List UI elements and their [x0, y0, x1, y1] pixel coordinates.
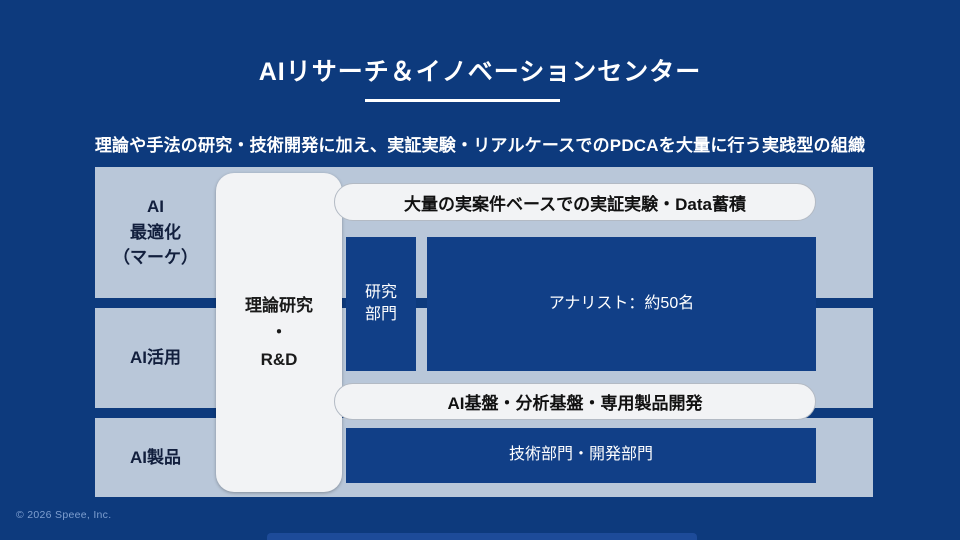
research-dept-box: 研究 部門 — [346, 237, 416, 371]
footer-accent-bar — [267, 533, 697, 540]
row-label-ai-utilization: AI活用 — [130, 348, 181, 368]
experiment-data-pill: 大量の実案件ベースでの実証実験・Data蓄積 — [334, 183, 816, 221]
slide-subtitle: 理論や手法の研究・技術開発に加え、実証実験・リアルケースでのPDCAを大量に行う… — [94, 136, 866, 155]
copyright-text: © 2026 Speee, Inc. — [16, 509, 112, 521]
tech-dev-dept-box: 技術部門・開発部門 — [346, 428, 816, 483]
org-diagram: AI 最適化 （マーケ） AI活用 AI製品 理論研究 ・ R&D 大量の実案件… — [95, 167, 873, 497]
row-label-ai-optimization: AI 最適化 （マーケ） — [113, 197, 198, 268]
title-underline — [365, 99, 560, 102]
page-title: AIリサーチ＆イノベーションセンター — [258, 58, 702, 86]
row-label-ai-product: AI製品 — [130, 447, 181, 467]
analyst-box: アナリスト：約50名 — [427, 237, 816, 371]
ai-platform-pill: AI基盤・分析基盤・専用製品開発 — [334, 383, 816, 420]
theory-rd-box: 理論研究 ・ R&D — [216, 173, 342, 492]
